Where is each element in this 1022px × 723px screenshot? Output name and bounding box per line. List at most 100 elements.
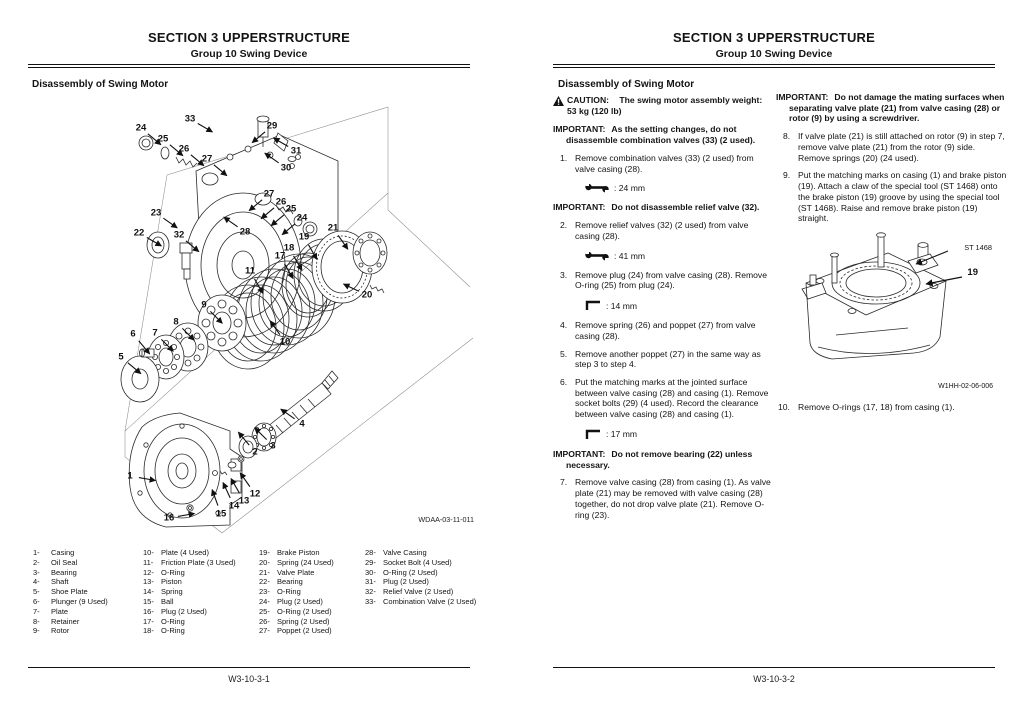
brake-piston-art	[281, 230, 388, 318]
diagram-callout-11: 11	[244, 265, 256, 277]
figure-label-19: 19	[967, 267, 978, 279]
diagram-callout-25: 25	[157, 133, 169, 145]
parts-list-item: 15-Ball	[143, 596, 174, 606]
parts-list-item: 32-Relief Valve (2 Used)	[365, 587, 454, 597]
diagram-callout-7: 7	[152, 327, 158, 339]
important-note-4: IMPORTANT:Do not damage the mating surfa…	[776, 92, 1005, 124]
step-9: 9. Put the matching marks on casing (1) …	[783, 170, 1007, 224]
diagram-callout-19: 19	[298, 231, 310, 243]
step-7: 7. Remove valve casing (28) from casing …	[560, 477, 771, 520]
parts-list-item: 18-O-Ring	[143, 626, 185, 636]
diagram-callout-6: 6	[130, 328, 136, 340]
diagram-callout-25: 25	[285, 203, 297, 215]
diagram-callout-26: 26	[275, 196, 287, 208]
swing-motor-exploded-diagram	[120, 106, 474, 534]
parts-list-item: 17-O-Ring	[143, 616, 185, 626]
section-title: SECTION 3 UPPERSTRUCTURE	[148, 30, 350, 45]
parts-list-item: 27-Poppet (2 Used)	[259, 626, 332, 636]
diagram-callout-9: 9	[201, 299, 207, 311]
parts-list-item: 22-Bearing	[259, 577, 303, 587]
left-page-title: Disassembly of Swing Motor	[32, 79, 169, 90]
tool-size-24mm: : 24 mm	[585, 183, 772, 194]
diagram-callout-18: 18	[283, 242, 295, 254]
diagram-callout-24: 24	[135, 122, 147, 134]
header-rule	[553, 64, 995, 68]
parts-list-item: 19-Brake Piston	[259, 548, 320, 557]
diagram-callout-20: 20	[361, 289, 373, 301]
left-page-header: SECTION 3 UPPERSTRUCTURE Group 10 Swing …	[28, 30, 470, 68]
parts-list-item: 16-Plug (2 Used)	[143, 606, 207, 616]
parts-list-item: 24-Plug (2 Used)	[259, 596, 323, 606]
diagram-callout-10: 10	[279, 336, 291, 348]
parts-list-item: 7-Plate	[33, 606, 69, 616]
parts-list-item: 13-Piston	[143, 577, 182, 587]
diagram-callout-15: 15	[215, 508, 227, 520]
important-note-3: IMPORTANT:Do not remove bearing (22) unl…	[553, 448, 753, 470]
group-title: Group 10 Swing Device	[190, 48, 308, 60]
parts-list-item: 29-Socket Bolt (4 Used)	[365, 557, 452, 567]
small-valve-parts	[138, 135, 318, 237]
parts-list-item: 23-O-Ring	[259, 587, 301, 597]
diagram-callout-17: 17	[274, 250, 286, 262]
step-10: 10. Remove O-rings (17, 18) from casing …	[778, 402, 955, 413]
callout-arrows	[127, 123, 360, 518]
diagram-callout-14: 14	[228, 500, 240, 512]
group-title: Group 10 Swing Device	[715, 48, 833, 60]
step-1: 1. Remove combination valves (33) (2 use…	[560, 152, 754, 174]
important-note-2: IMPORTANT:Do not disassemble relief valv…	[553, 202, 760, 213]
parts-list-item: 9-Rotor	[33, 626, 70, 636]
step-5: 5. Remove another poppet (27) in the sam…	[560, 348, 761, 370]
right-figure-id: W1HH-02-06-006	[938, 383, 993, 391]
parts-list-item: 12-O-Ring	[143, 567, 185, 577]
wrench-icon	[585, 183, 609, 194]
parts-list-item: 31-Plug (2 Used)	[365, 577, 429, 587]
warning-triangle-icon	[553, 96, 564, 109]
step-3: 3. Remove plug (24) from valve casing (2…	[560, 269, 768, 291]
diagram-callout-5: 5	[118, 351, 124, 363]
hex-wrench-icon	[585, 429, 600, 439]
left-figure-id: WDAA-03-11-011	[418, 515, 474, 524]
parts-list-item: 33-Combination Valve (2 Used)	[365, 596, 477, 606]
important-note-1: IMPORTANT:As the setting changes, do not…	[553, 124, 756, 146]
hex-wrench-icon	[585, 300, 600, 311]
parts-list-item: 21-Valve Plate	[259, 567, 315, 577]
diagram-callout-12: 12	[249, 488, 261, 500]
parts-list-item: 3-Bearing	[33, 567, 77, 577]
diagram-callout-3: 3	[270, 440, 276, 452]
diagram-callout-16: 16	[163, 512, 175, 524]
right-footer-rule	[553, 667, 995, 668]
parts-list-item: 10-Plate (4 Used)	[143, 548, 209, 557]
wrench-icon	[585, 250, 609, 261]
brake-piston-removal-figure: ST 1468 19	[786, 231, 992, 381]
casing-art	[128, 412, 245, 528]
left-footer-rule	[28, 667, 470, 668]
tool-size-17mm: : 17 mm	[585, 429, 772, 440]
parts-list-item: 25-O-Ring (2 Used)	[259, 606, 332, 616]
parts-list-item: 4-Shaft	[33, 577, 69, 587]
parts-list-item: 20-Spring (24 Used)	[259, 557, 334, 567]
diagram-callout-24: 24	[296, 212, 308, 224]
parts-list-item: 1-Casing	[33, 548, 75, 557]
section-title: SECTION 3 UPPERSTRUCTURE	[673, 30, 875, 45]
diagram-callout-22: 22	[133, 227, 145, 239]
left-page-number: W3-10-3-1	[228, 674, 270, 684]
step-8: 8. If valve plate (21) is still attached…	[783, 131, 1005, 163]
diagram-callout-29: 29	[266, 120, 278, 132]
caution-text: The swing motor assembly weight: 53 kg (…	[567, 95, 763, 116]
parts-list-column-2: 10-Plate (4 Used)11-Friction Plate (3 Us…	[143, 548, 259, 636]
diagram-callout-1: 1	[127, 470, 133, 482]
diagram-callout-26: 26	[178, 143, 190, 155]
diagram-callout-28: 28	[239, 226, 251, 238]
header-rule	[28, 64, 470, 68]
parts-list-item: 26-Spring (2 Used)	[259, 616, 330, 626]
parts-list-item: 5-Shoe Plate	[33, 587, 88, 597]
diagram-callout-30: 30	[280, 162, 292, 174]
right-column-2: IMPORTANT:Do not damage the mating surfa…	[776, 92, 1007, 420]
diagram-callout-31: 31	[290, 145, 302, 157]
step-6: 6. Put the matching marks at the jointed…	[560, 377, 769, 420]
tool-size-14mm: : 14 mm	[585, 300, 772, 311]
